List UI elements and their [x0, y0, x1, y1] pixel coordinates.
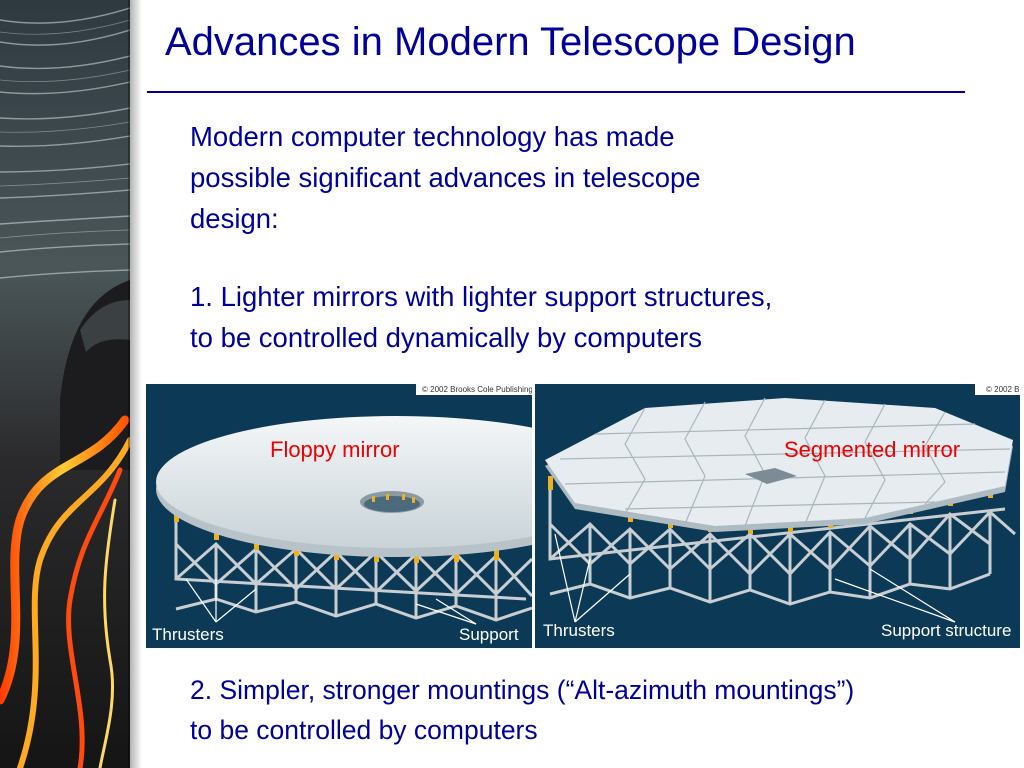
strip-shadow — [128, 0, 142, 768]
thrusters-caption: Thrusters — [543, 621, 615, 640]
point-2-line: 2. Simpler, stronger mountings (“Alt-azi… — [190, 675, 855, 705]
segmented-mirror-image: © 2002 Brooks Cole Publishing - a divisi… — [535, 384, 1020, 648]
segmented-mirror-label: Segmented mirror — [784, 437, 961, 462]
point-1-text: 1. Lighter mirrors with lighter support … — [190, 276, 980, 358]
intro-line: design: — [190, 203, 279, 234]
mirror-figure: © 2002 Brooks Cole Publishing - a divis … — [146, 384, 1020, 648]
thrusters-caption: Thrusters — [152, 625, 224, 644]
intro-line: possible significant advances in telesco… — [190, 162, 701, 193]
title-underline — [147, 91, 965, 93]
credit-bar — [416, 384, 532, 395]
point-1-line: 1. Lighter mirrors with lighter support … — [190, 281, 773, 312]
star-trails-image — [0, 0, 130, 768]
point-2-text: 2. Simpler, stronger mountings (“Alt-azi… — [190, 670, 1020, 750]
credit-bar-fill — [983, 384, 1020, 395]
slide-title: Advances in Modern Telescope Design — [165, 20, 856, 64]
floppy-mirror-illustration — [156, 416, 532, 625]
support-caption: Support — [459, 625, 519, 644]
floppy-mirror-label: Floppy mirror — [270, 437, 400, 462]
decorative-photo-strip — [0, 0, 130, 768]
support-structure-caption: Support structure — [881, 621, 1012, 640]
intro-paragraph: Modern computer technology has made poss… — [190, 116, 910, 239]
floppy-mirror-image: © 2002 Brooks Cole Publishing - a divis … — [146, 384, 532, 648]
image-credit: © 2002 Brooks Cole Publishing - a divisi… — [986, 385, 1020, 394]
image-credit: © 2002 Brooks Cole Publishing - a divis — [422, 385, 532, 394]
intro-line: Modern computer technology has made — [190, 121, 675, 152]
point-2-line: to be controlled by computers — [190, 715, 538, 745]
point-1-line: to be controlled dynamically by computer… — [190, 322, 703, 353]
segmented-mirror-illustration — [545, 397, 1016, 623]
